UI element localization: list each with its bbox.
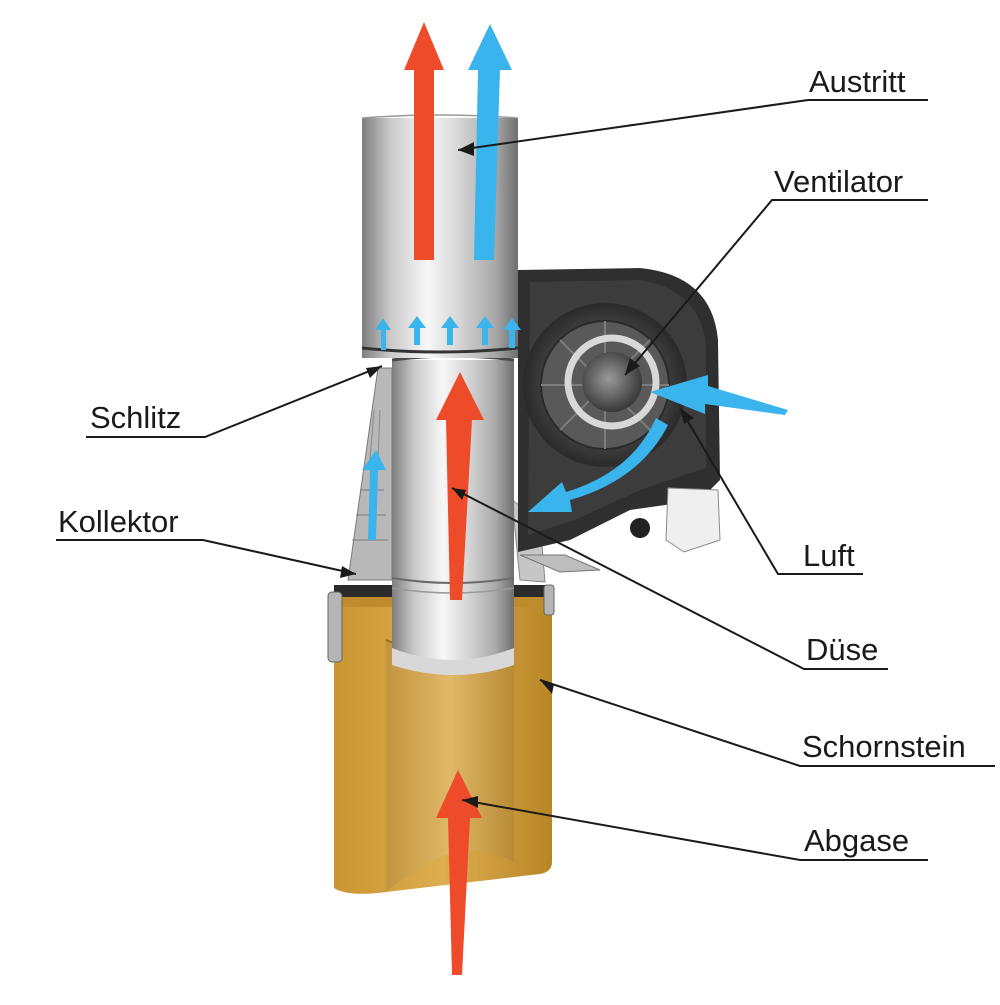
- label-ventilator: Ventilator: [774, 164, 904, 199]
- blue-arrow-icon: [528, 418, 668, 512]
- label-schornstein: Schornstein: [802, 729, 966, 764]
- label-duese: Düse: [806, 632, 879, 667]
- label-abgase: Abgase: [804, 823, 910, 858]
- label-schlitz: Schlitz: [90, 400, 182, 435]
- red-arrow-icon: [436, 372, 484, 600]
- blue-arrow-icon: [650, 375, 788, 415]
- blue-arrow-icon: [468, 24, 512, 260]
- label-kollektor: Kollektor: [58, 504, 179, 539]
- leader-lines: [56, 99, 995, 861]
- flow-arrows: [362, 22, 788, 975]
- blue-arrow-icon: [362, 450, 386, 540]
- red-arrow-icon: [404, 22, 444, 260]
- fan-unit: [518, 268, 721, 573]
- label-luft: Luft: [803, 538, 855, 573]
- red-arrow-icon: [436, 770, 482, 975]
- leader-arrowheads: [340, 142, 694, 808]
- label-austritt: Austritt: [809, 64, 906, 99]
- blue-arrow-icon: [375, 316, 521, 350]
